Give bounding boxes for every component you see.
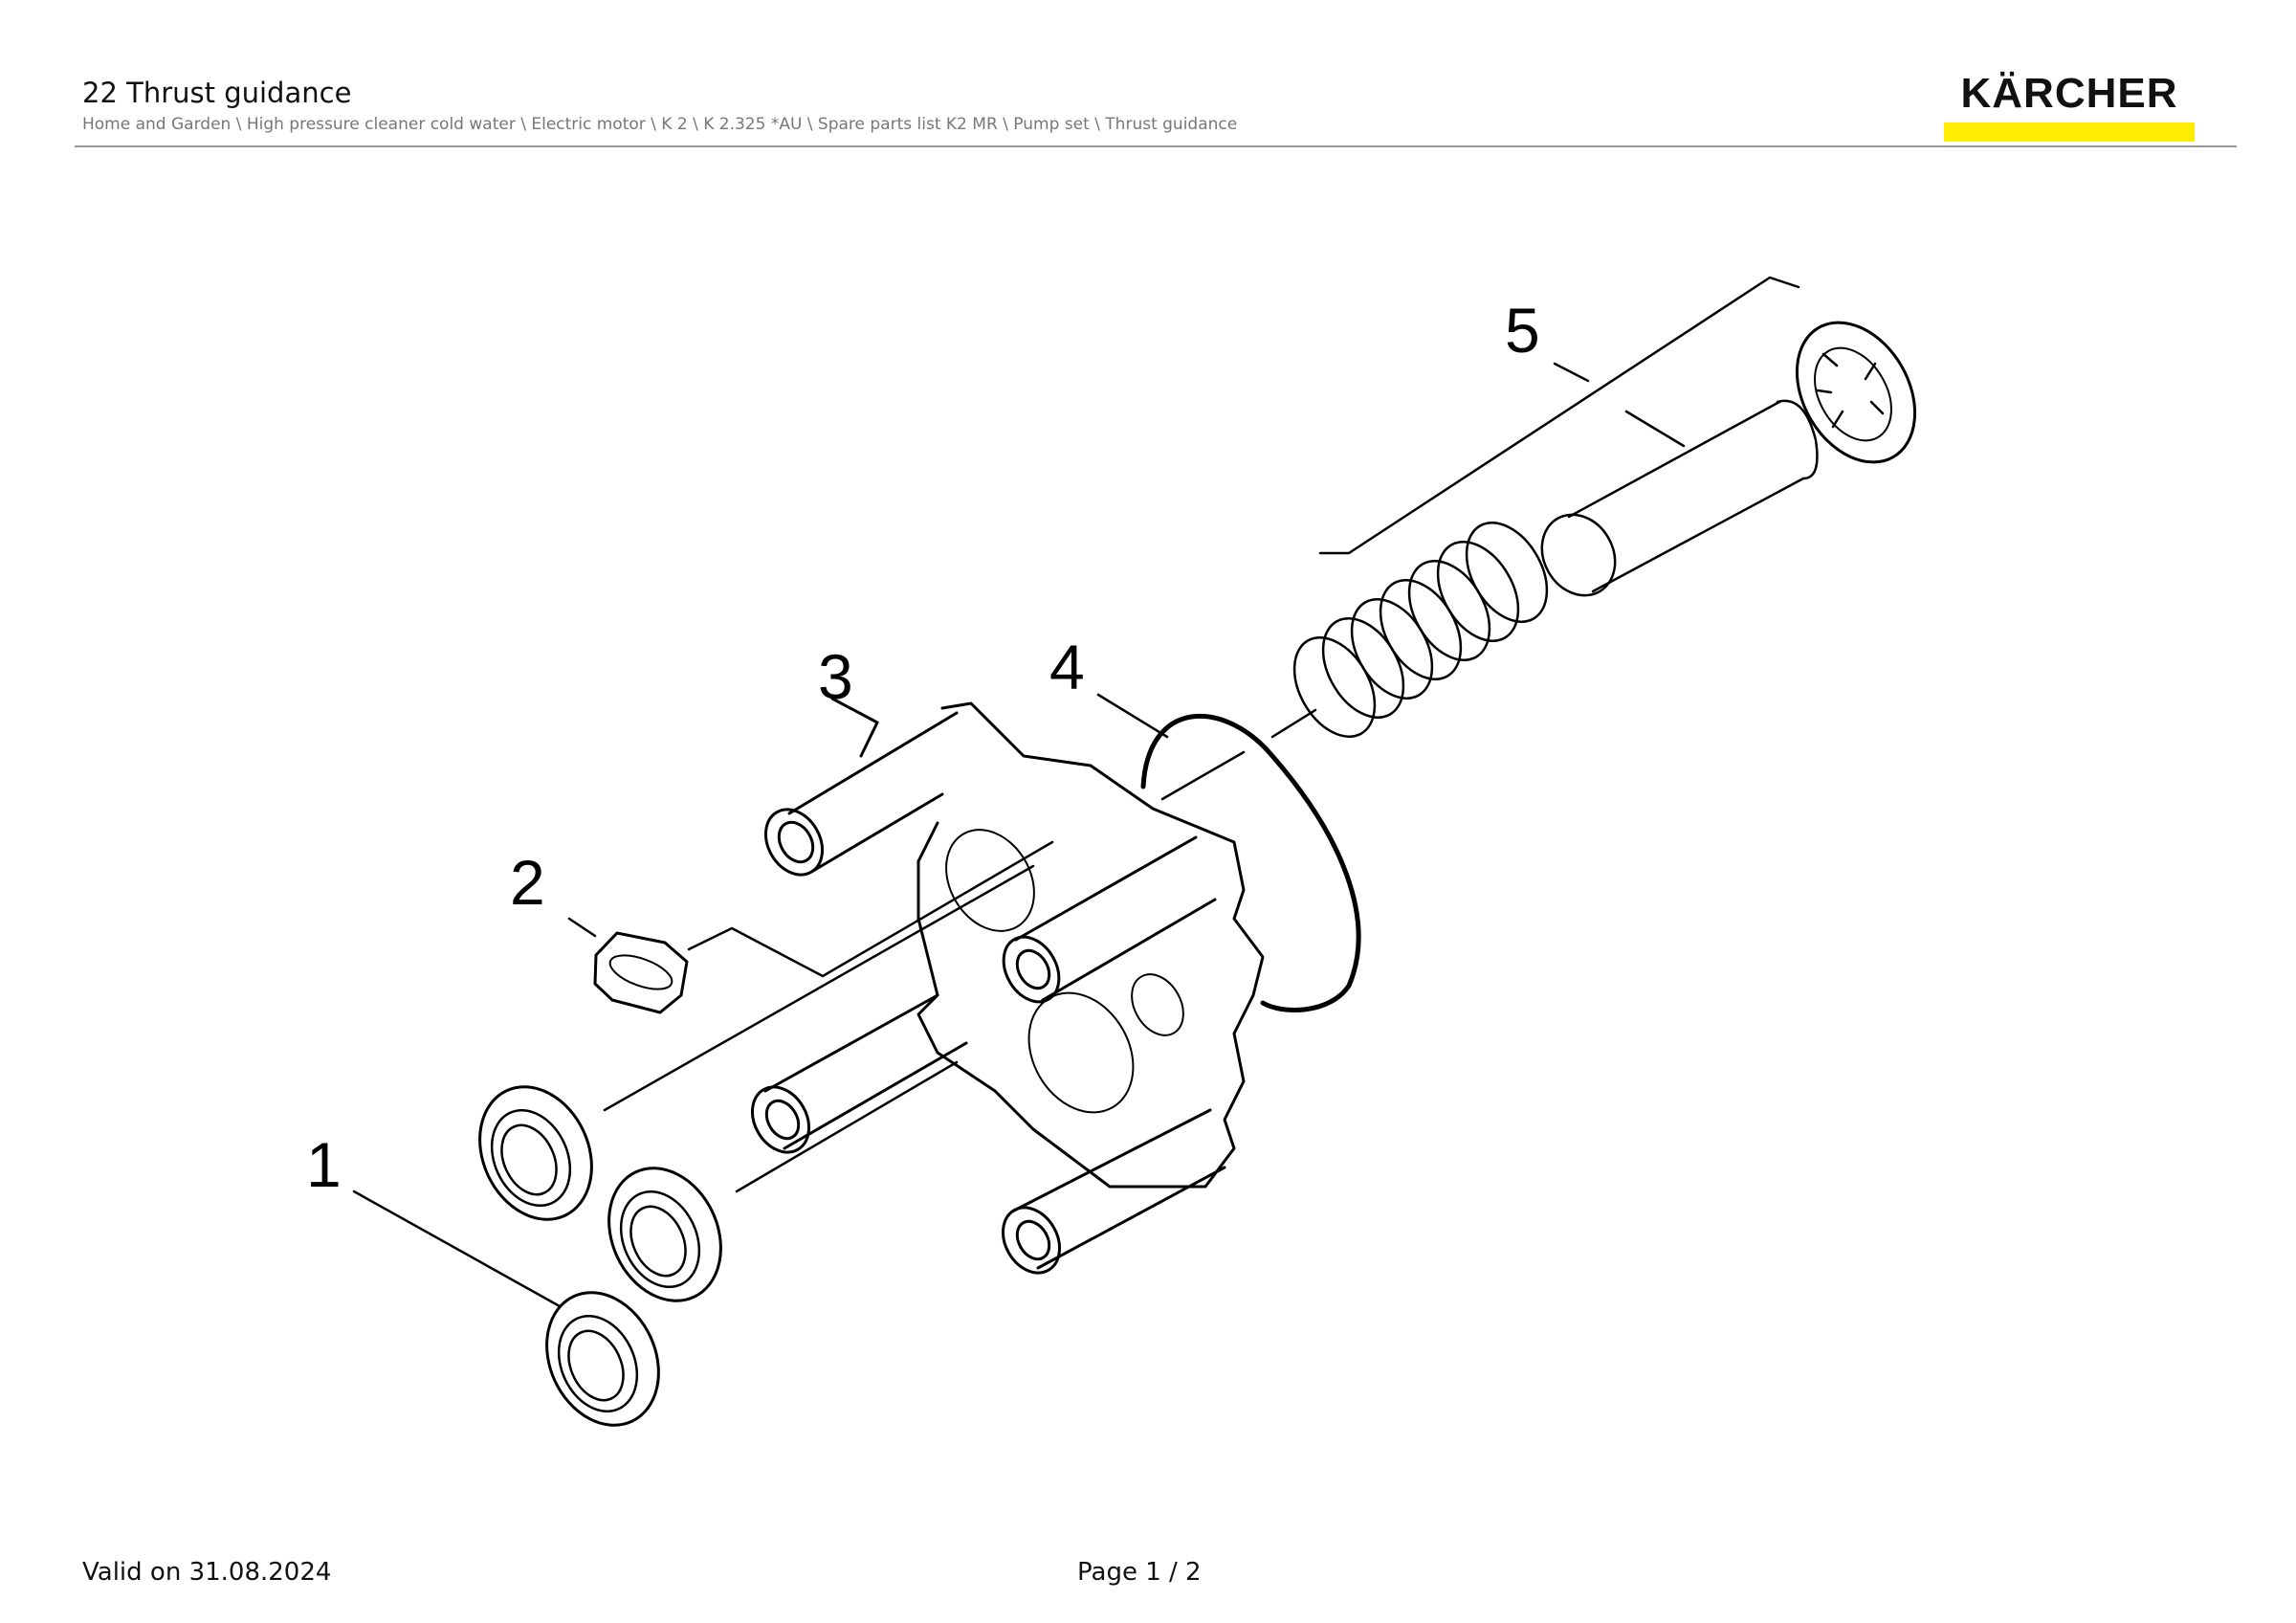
callout-4: 4 (1049, 632, 1085, 702)
logo-yellow-bar (1944, 122, 2195, 142)
spring (1292, 522, 1549, 738)
callout-5: 5 (1505, 295, 1540, 366)
part-4-o-ring (1096, 693, 1361, 1012)
part-2-nut (567, 840, 1054, 1014)
guide-pin (1540, 399, 1819, 597)
bearing-upper (478, 1085, 593, 1221)
page-number: Page 1 / 2 (1077, 1558, 1202, 1587)
breadcrumb: Home and Garden \ High pressure cleaner … (82, 115, 1238, 134)
retaining-ring (1795, 321, 1917, 464)
logo-text: KÄRCHER (1960, 70, 2178, 117)
page-header: 22 Thrust guidance Home and Garden \ Hig… (82, 70, 2214, 147)
callout-1: 1 (306, 1129, 342, 1200)
validity-date: Valid on 31.08.2024 (82, 1558, 332, 1587)
karcher-logo: KÄRCHER (1944, 69, 2195, 142)
bearing-lower (545, 1291, 660, 1427)
bearing-middle (607, 1167, 722, 1302)
part-1-bearings (352, 864, 1035, 1427)
callout-3: 3 (818, 641, 853, 712)
part-5-group (1270, 276, 1917, 739)
part-3-thrust-plate (750, 697, 1265, 1275)
callout-2: 2 (510, 847, 545, 918)
page-title: 22 Thrust guidance (82, 77, 352, 109)
header-divider (75, 145, 2237, 147)
